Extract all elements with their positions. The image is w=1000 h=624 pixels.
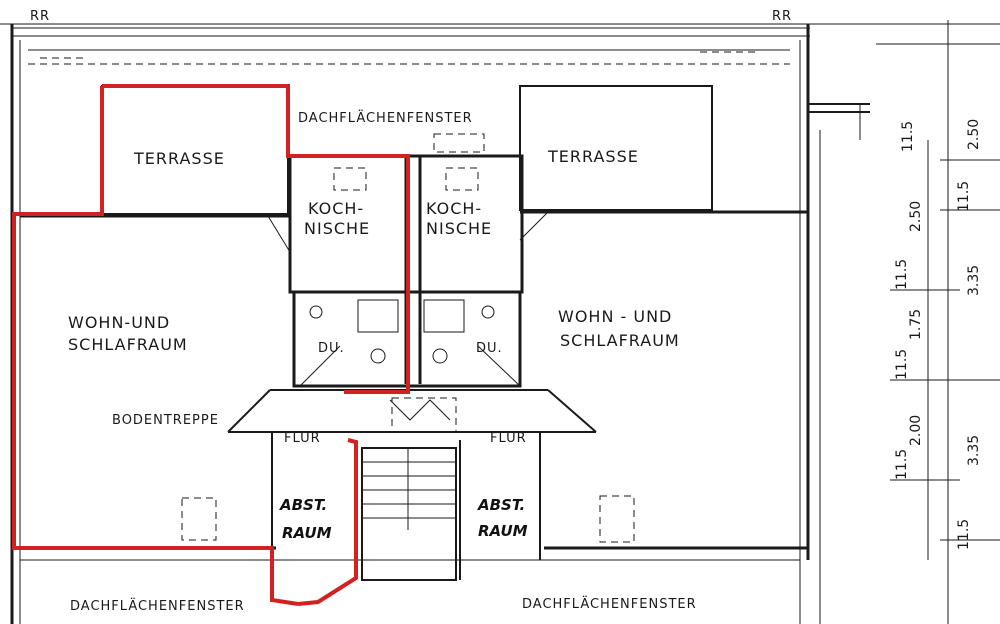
kitchen-right-label-2: NISCHE — [426, 219, 492, 238]
dim-mid-2: 1.75 — [908, 309, 924, 340]
hall-right-label: FLUR — [490, 431, 527, 446]
bath-fixtures — [299, 299, 521, 387]
wall-mark-3: 11.5 — [894, 259, 910, 290]
wall-mark-4: 11.5 — [894, 349, 910, 380]
roof-window-label-top: DACHFLÄCHENFENSTER — [298, 110, 473, 126]
shower-right-label: DU. — [476, 341, 503, 356]
interior-walls — [20, 154, 808, 580]
wall-mark-2: 11.5 — [956, 181, 972, 212]
storage-left-label-1: ABST. — [279, 496, 327, 514]
hall-left-label: FLUR — [284, 431, 321, 446]
rr-label-right: RR — [772, 9, 792, 24]
staircase — [361, 397, 457, 581]
terrace-left-label: TERRASSE — [133, 149, 225, 168]
wall-mark-6: 11.5 — [956, 519, 972, 550]
dim-right-3: 3.35 — [966, 435, 982, 466]
dim-right-1: 2.50 — [966, 119, 982, 150]
terrace-right-label: TERRASSE — [547, 147, 639, 166]
dim-right-2: 3.35 — [966, 265, 982, 296]
dim-mid-1: 2.50 — [908, 201, 924, 232]
attic-stair-label: BODENTREPPE — [112, 413, 219, 428]
living-left-label-2: SCHLAFRAUM — [68, 335, 188, 354]
living-right-label-1: WOHN - UND — [558, 307, 672, 326]
rr-label-left: RR — [30, 9, 50, 24]
wall-mark-5: 11.5 — [894, 449, 910, 480]
highlighted-unit-outline — [102, 84, 410, 394]
dimension-chain — [876, 20, 1000, 624]
shower-left-label: DU. — [318, 341, 345, 356]
kitchen-left-label-2: NISCHE — [304, 219, 370, 238]
storage-left-label-2: RAUM — [282, 524, 332, 542]
wall-mark-1: 11.5 — [900, 121, 916, 152]
kitchen-left-label-1: KOCH- — [308, 199, 364, 218]
roof-window-label-bottom-right: DACHFLÄCHENFENSTER — [522, 596, 697, 612]
storage-right-label-1: ABST. — [477, 496, 525, 514]
storage-right-label-2: RAUM — [478, 522, 528, 540]
kitchen-right-label-1: KOCH- — [426, 199, 482, 218]
living-right-label-2: SCHLAFRAUM — [560, 331, 680, 350]
highlighted-unit-outline-left — [12, 86, 299, 606]
roof-window-markers — [40, 51, 760, 543]
dim-mid-3: 2.00 — [908, 415, 924, 446]
highlighted-unit-outline-bottom — [297, 438, 358, 606]
roof-window-label-bottom-left: DACHFLÄCHENFENSTER — [70, 598, 245, 614]
terrace-right — [519, 85, 713, 211]
living-left-label-1: WOHN-UND — [68, 313, 170, 332]
